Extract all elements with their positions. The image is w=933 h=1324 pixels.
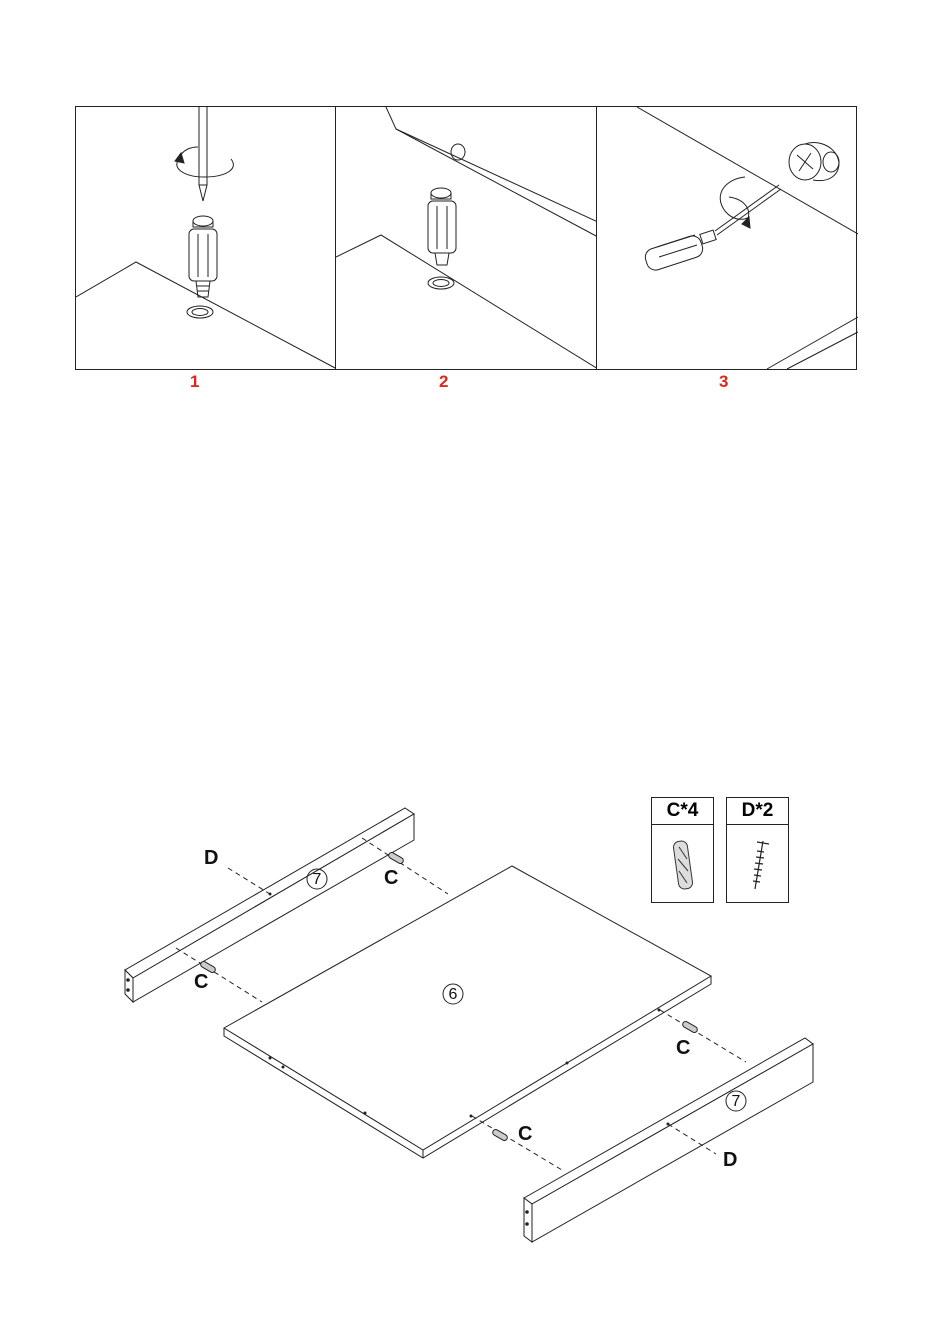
panel-6 bbox=[224, 866, 711, 1150]
dowel-label-c-3: C bbox=[676, 1037, 690, 1059]
dowel-label-c-4: C bbox=[518, 1123, 532, 1145]
step-3-illustration bbox=[597, 107, 858, 371]
step-1-illustration bbox=[76, 107, 337, 371]
rail-7-upper-label: 7 bbox=[313, 871, 322, 888]
screw-label-d-2: D bbox=[723, 1149, 737, 1171]
cam-fitting-steps bbox=[75, 106, 857, 370]
step-3-panel bbox=[596, 106, 857, 370]
step-2-illustration bbox=[336, 107, 598, 371]
step-2-number: 2 bbox=[439, 372, 448, 392]
step-1-panel bbox=[75, 106, 336, 370]
panel-6-label: 6 bbox=[449, 986, 458, 1003]
rail-7-lower-label: 7 bbox=[732, 1093, 741, 1110]
screw-label-d-1: D bbox=[204, 847, 218, 869]
assembly-diagram: 6 7 7 C C C C D D bbox=[0, 780, 933, 1324]
step-2-panel bbox=[335, 106, 597, 370]
step-1-number: 1 bbox=[190, 372, 199, 392]
step-3-number: 3 bbox=[719, 372, 728, 392]
dowel-label-c-2: C bbox=[194, 971, 208, 993]
dowel-label-c-1: C bbox=[384, 867, 398, 889]
